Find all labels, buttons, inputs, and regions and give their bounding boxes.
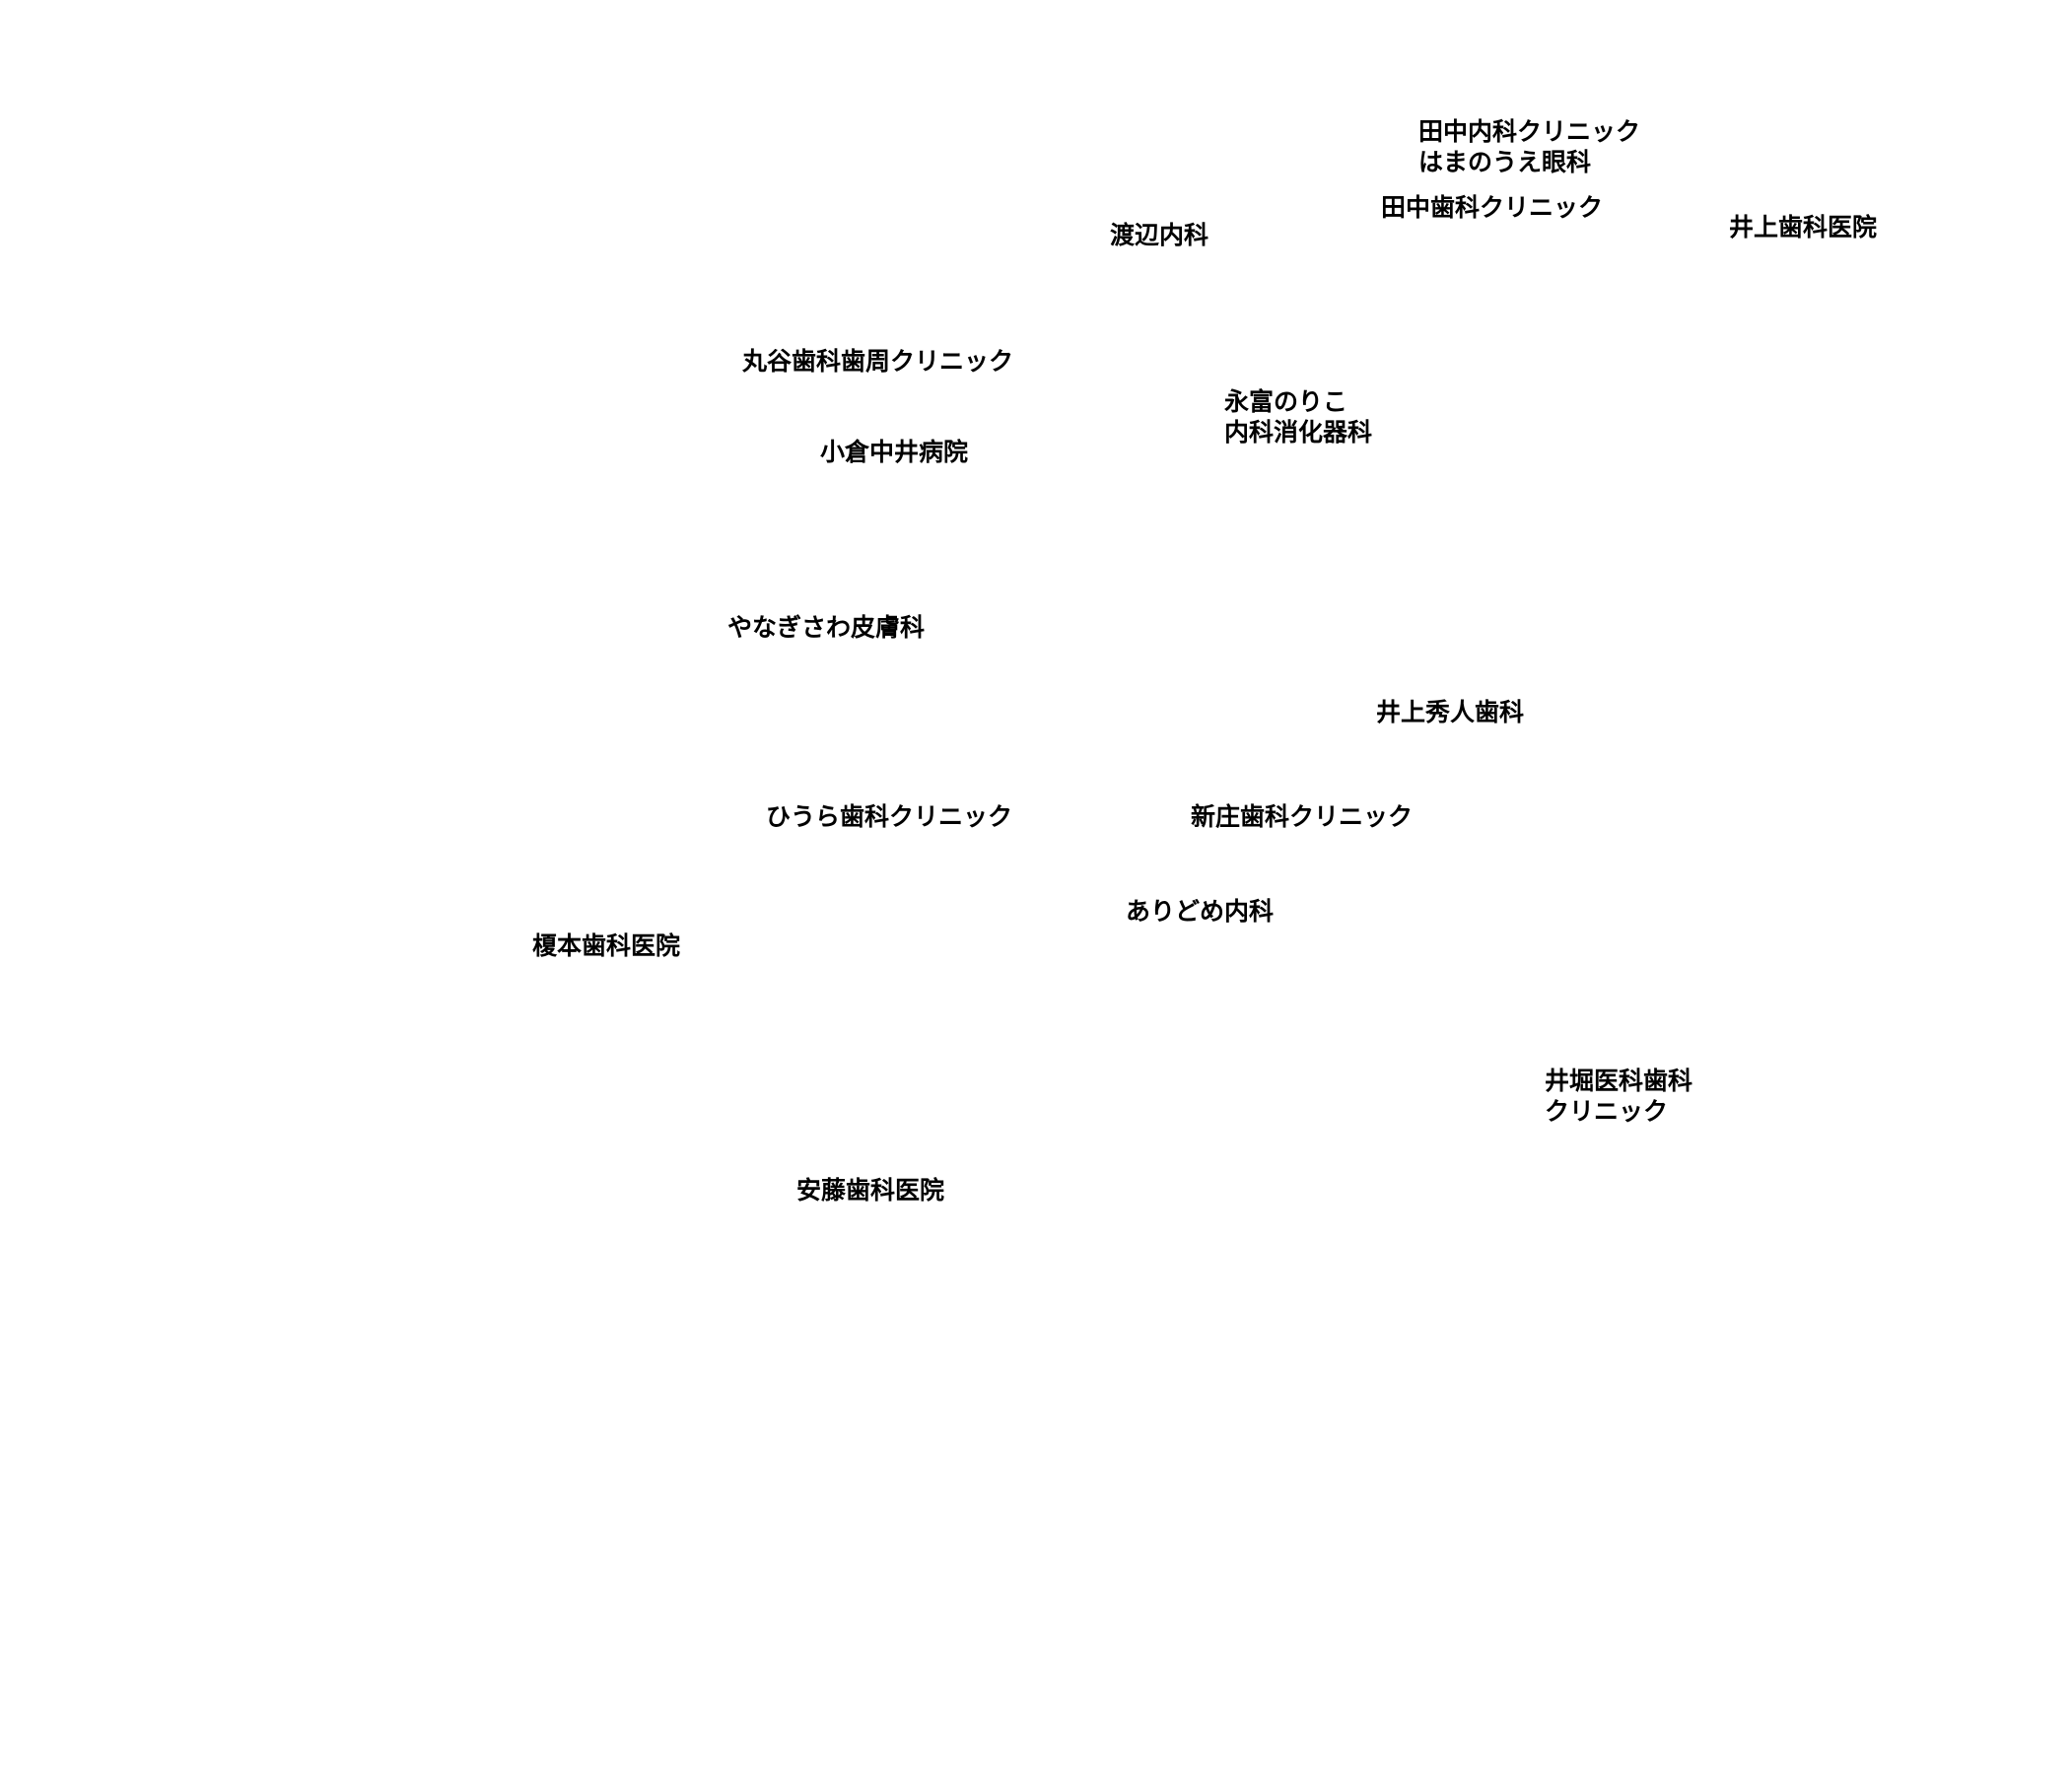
map-label-tanaka-shika[interactable]: 田中歯科クリニック (1381, 192, 1603, 223)
map-label-nagatomi[interactable]: 永富のりこ 内科消化器科 (1224, 386, 1372, 448)
label-line: 井上歯科医院 (1729, 213, 1878, 241)
map-label-shinjo-shika[interactable]: 新庄歯科クリニック (1191, 801, 1413, 832)
label-line: 永富のりこ (1224, 387, 1348, 416)
label-line: 井堀医科歯科 (1545, 1067, 1693, 1095)
label-line: ひうら歯科クリニック (766, 802, 1013, 831)
label-line: 井上秀人歯科 (1376, 698, 1525, 726)
label-line: はまのうえ眼科 (1418, 148, 1592, 176)
label-line: ありどめ内科 (1126, 897, 1275, 926)
map-label-hiura-shika[interactable]: ひうら歯科クリニック (766, 801, 1012, 832)
map-label-ibori[interactable]: 井堀医科歯科 クリニック (1545, 1066, 1692, 1127)
label-line: クリニック (1545, 1097, 1669, 1126)
label-line: 渡辺内科 (1110, 221, 1209, 249)
label-line: 小倉中井病院 (820, 438, 969, 466)
label-line: 田中歯科クリニック (1381, 193, 1604, 222)
label-line: 丸谷歯科歯周クリニック (742, 347, 1014, 376)
map-label-ogura-nakai[interactable]: 小倉中井病院 (820, 437, 968, 467)
map-label-tanaka-naika[interactable]: 田中内科クリニック はまのうえ眼科 (1418, 116, 1640, 177)
label-line: やなぎさわ皮膚科 (727, 613, 926, 642)
map-label-watanabe-naika[interactable]: 渡辺内科 (1110, 220, 1208, 250)
map-label-inoue-hideto[interactable]: 井上秀人歯科 (1376, 697, 1524, 727)
label-line: 内科消化器科 (1224, 418, 1373, 447)
map-label-inoue-shika[interactable]: 井上歯科医院 (1729, 212, 1877, 242)
map-label-aridome-naika[interactable]: ありどめ内科 (1126, 896, 1274, 927)
map-label-ando-shika[interactable]: 安藤歯科医院 (796, 1175, 944, 1206)
label-line: 榎本歯科医院 (532, 931, 681, 960)
map-label-marutani-shika[interactable]: 丸谷歯科歯周クリニック (742, 346, 1013, 377)
map-label-yanagisawa[interactable]: やなぎさわ皮膚科 (727, 612, 925, 643)
map-label-enomoto-shika[interactable]: 榎本歯科医院 (532, 930, 680, 961)
label-line: 新庄歯科クリニック (1191, 802, 1414, 831)
label-line: 田中内科クリニック (1418, 117, 1641, 146)
label-line: 安藤歯科医院 (796, 1176, 945, 1205)
